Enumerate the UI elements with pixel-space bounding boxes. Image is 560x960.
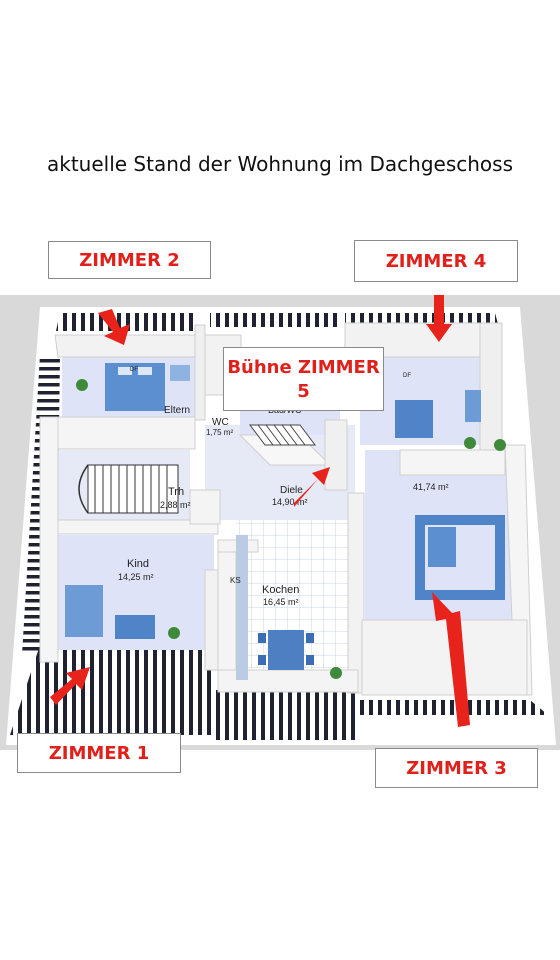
wall-wohnen-top (399, 449, 506, 476)
staircase-diele (249, 424, 316, 446)
room-label-kochen: Kochen (262, 584, 299, 596)
staircase (78, 464, 179, 514)
plant-icon (464, 437, 476, 449)
room-label-trh: Trh (168, 486, 184, 498)
wall-right-outer (479, 322, 503, 454)
wall-kind-right (204, 569, 220, 671)
roof-stripes-bottom-mid (215, 690, 360, 740)
sofa-wohnen (415, 515, 505, 600)
label-buehne-line1: Bühne ZIMMER (227, 357, 380, 378)
wall-trh-right (189, 489, 221, 525)
label-buehne-zimmer5: Bühne ZIMMER 5 (223, 347, 384, 411)
arrow-zimmer1-icon (50, 667, 90, 705)
desk-zimmer4 (395, 400, 433, 438)
wall-kochen-right (347, 492, 365, 694)
arrow-zimmer3-icon (432, 592, 470, 727)
kitchen-counter (236, 535, 248, 680)
wall-zimmer2-right (194, 324, 206, 421)
label-zimmer3: ZIMMER 3 (375, 748, 538, 788)
table-kind (115, 615, 155, 639)
label-buehne-line2: 5 (297, 381, 310, 402)
roof-stripes-bottom-right (360, 700, 548, 715)
wall-wohnen-bottom (361, 619, 528, 696)
room-area-kochen: 16,45 m² (263, 597, 299, 607)
label-zimmer2: ZIMMER 2 (48, 241, 211, 279)
arrow-buehne-icon (294, 467, 330, 507)
room-area-kind: 14,25 m² (118, 572, 154, 582)
arrow-zimmer4-icon (426, 295, 452, 342)
room-label-ks: KS (230, 576, 241, 585)
wall-trh-bottom (57, 519, 219, 535)
label-zimmer1: ZIMMER 1 (17, 733, 181, 773)
roof-stripes-top-mid (210, 313, 340, 327)
room-area-trh: 2,88 m² (160, 500, 191, 510)
wall-diele-right (324, 419, 348, 491)
room-area-wohnen: 41,74 m² (413, 482, 449, 492)
room-label-diele: Diele (280, 485, 303, 496)
room-label-kind: Kind (127, 558, 149, 570)
plant-icon (330, 667, 342, 679)
bed-eltern (105, 363, 165, 411)
window-label-df: DF (130, 367, 138, 373)
page-title: aktuelle Stand der Wohnung im Dachgescho… (46, 152, 514, 176)
roof-stripes-bottom-left (10, 645, 215, 735)
wall-left-outer (39, 416, 59, 663)
window-label-df: DF (403, 373, 411, 379)
room-label-eltern: Eltern (164, 405, 190, 416)
plant-icon (168, 627, 180, 639)
wall-eltern-bottom (44, 416, 196, 450)
plant-icon (76, 379, 88, 391)
room-area-diele: 14,90 m² (272, 497, 308, 507)
wall-kochen-left (217, 539, 237, 691)
arrow-zimmer2-icon (98, 309, 130, 345)
label-zimmer4: ZIMMER 4 (354, 240, 518, 282)
desk-kind (65, 585, 103, 637)
room-label-wc: WC (212, 417, 229, 428)
dining-table-kochen (268, 630, 304, 670)
plant-icon (494, 439, 506, 451)
roof-stripes-top-left (56, 313, 195, 331)
cabinet-eltern (170, 365, 190, 381)
room-area-wc: 1,75 m² (206, 428, 233, 437)
